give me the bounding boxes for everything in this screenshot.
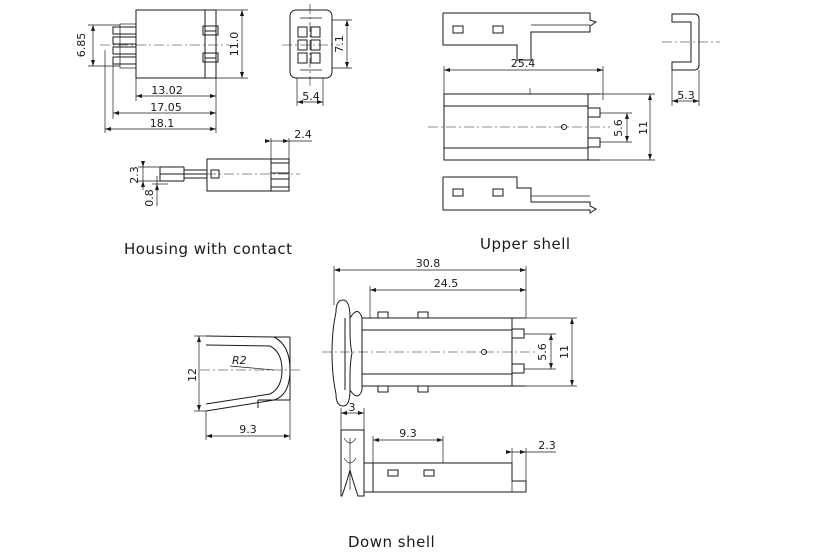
dim-24-5: 24.5 [434, 277, 459, 290]
down-shell-bottom-view: 3 9.3 2.3 [340, 401, 556, 497]
dim-3: 3 [349, 401, 356, 414]
upper-shell-top-view [442, 12, 598, 61]
dim-5-6-upper: 5.6 [612, 119, 625, 137]
dim-5-4: 5.4 [302, 90, 320, 103]
housing-front-view: 6.85 11.0 13.02 17.05 18.1 [75, 9, 248, 133]
upper-shell-main-view: 25.4 5.6 11 [428, 57, 655, 161]
dim-7-1: 7.1 [333, 35, 346, 53]
caption-housing-with-contact: Housing with contact [124, 240, 292, 258]
dim-30-8: 30.8 [416, 257, 441, 270]
dim-17-05: 17.05 [150, 101, 182, 114]
dim-11-upper: 11 [637, 121, 650, 135]
dim-11-down: 11 [558, 345, 571, 359]
upper-shell-end-view: 5.3 [662, 13, 720, 106]
housing-side-view: 2.4 2.3 0.8 [128, 128, 312, 207]
dim-5-3: 5.3 [677, 89, 695, 102]
dim-2-4: 2.4 [294, 128, 312, 141]
housing-end-view: 7.1 5.4 [282, 4, 352, 106]
dim-12: 12 [186, 368, 199, 382]
dim-25-4: 25.4 [511, 57, 536, 70]
caption-down-shell: Down shell [348, 533, 435, 551]
dim-5-6-down: 5.6 [536, 343, 549, 361]
down-shell-main-view: 30.8 24.5 5.6 11 [322, 257, 577, 407]
dim-9-3-bottom: 9.3 [399, 427, 417, 440]
dim-18-1: 18.1 [150, 117, 175, 130]
dim-r2: R2 [232, 354, 247, 367]
dim-11-0: 11.0 [228, 32, 241, 57]
caption-upper-shell: Upper shell [480, 235, 571, 253]
dim-0-8: 0.8 [143, 189, 156, 207]
dim-2-3-down: 2.3 [538, 439, 556, 452]
dim-9-3-side: 9.3 [239, 423, 257, 436]
dim-2-3-housing: 2.3 [128, 166, 141, 184]
upper-shell-bottom-view [442, 176, 597, 214]
dim-6-85: 6.85 [75, 33, 88, 58]
down-shell-side-view: R2 12 9.3 [186, 335, 300, 440]
dim-13-02: 13.02 [151, 84, 183, 97]
